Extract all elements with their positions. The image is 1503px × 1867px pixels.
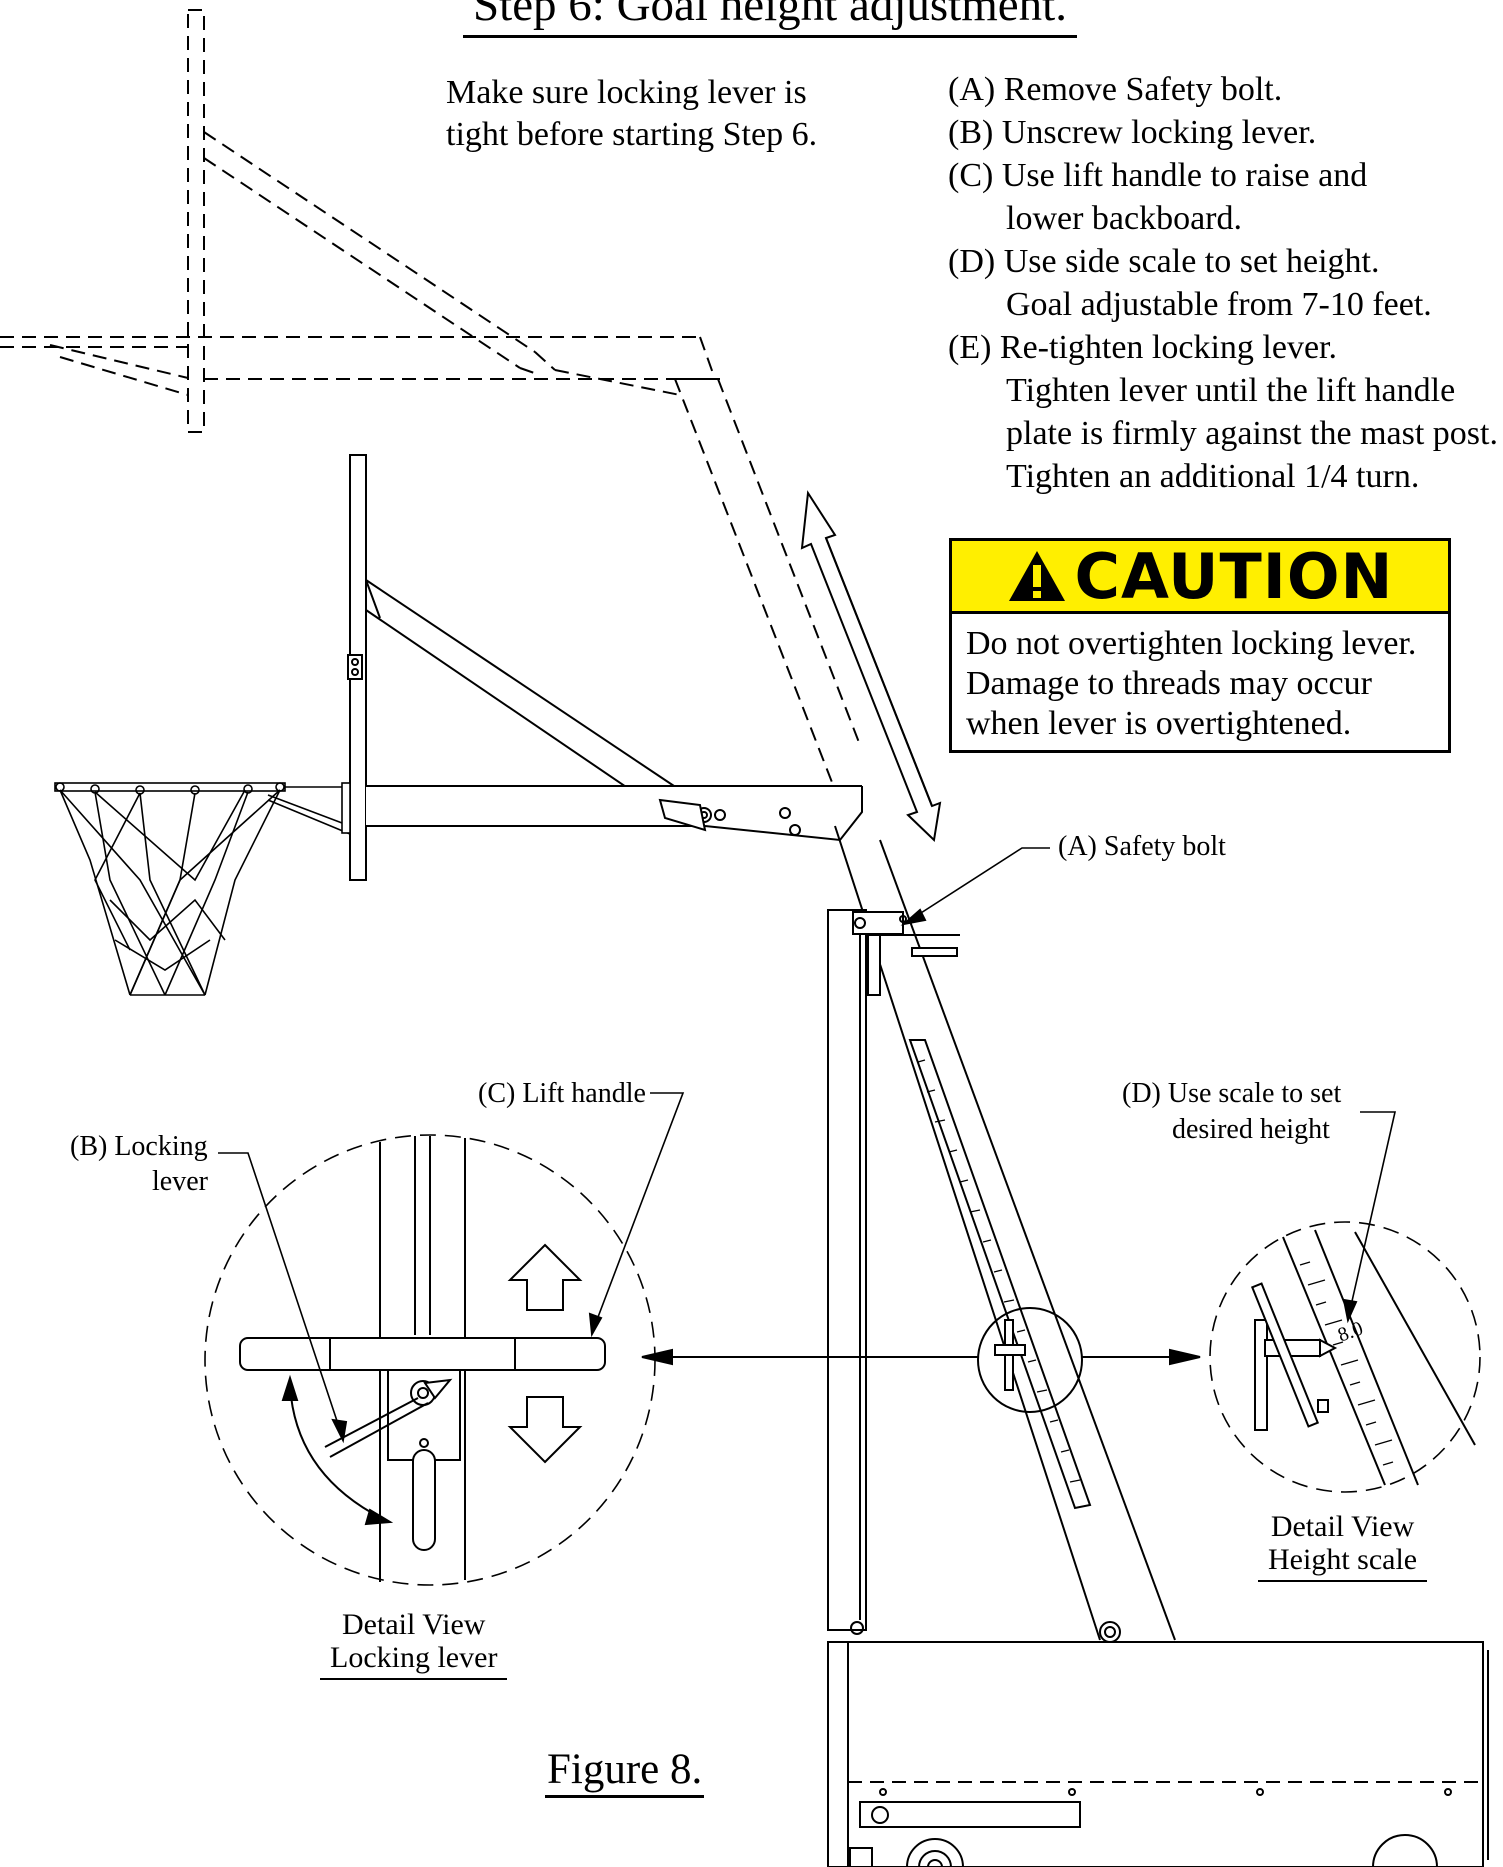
detail-caption-line2: Locking lever xyxy=(320,1641,508,1680)
scale-ticks xyxy=(917,1059,1081,1483)
detail-arrows xyxy=(641,1348,1201,1366)
locking-lever-detail-caption: Detail View Locking lever xyxy=(320,1608,508,1680)
warning-triangle-icon xyxy=(1008,551,1065,601)
raised-position-phantom xyxy=(0,9,861,791)
step-a: (A) Remove Safety bolt. xyxy=(948,71,1283,108)
locking-lever-label-2: lever xyxy=(152,1166,208,1197)
safety-bolt-leader xyxy=(900,847,1050,926)
caution-heading: CAUTION xyxy=(1074,539,1394,613)
step-b: (B) Unscrew locking lever. xyxy=(948,114,1317,151)
detail-caption-line1: Detail View xyxy=(342,1608,486,1641)
scale-label-1: (D) Use scale to set xyxy=(1122,1078,1342,1109)
caution-box: CAUTION Do not overtighten locking lever… xyxy=(949,538,1451,753)
locking-lever-detail xyxy=(204,1092,685,1586)
detail-caption-line1: Detail View xyxy=(1270,1510,1415,1543)
safety-bolt-label: (A) Safety bolt xyxy=(1058,831,1226,862)
caution-line-2: Damage to threads may occur xyxy=(966,665,1372,702)
step-d: (D) Use side scale to set height. xyxy=(948,243,1380,280)
locking-lever-label-1: (B) Locking xyxy=(70,1131,208,1162)
caution-body: Do not overtighten locking lever. Damage… xyxy=(952,614,1448,744)
height-scale-detail-caption: Detail View Height scale xyxy=(1258,1510,1428,1582)
raise-lower-arrow xyxy=(800,490,942,843)
page-title: Step 6: Goal height adjustment. xyxy=(463,0,1077,38)
step-c-cont: lower backboard. xyxy=(1006,200,1243,237)
caution-line-1: Do not overtighten locking lever. xyxy=(966,625,1417,662)
scale-label-2: desired height xyxy=(1172,1114,1330,1145)
pre-step-note-line1: Make sure locking lever is xyxy=(446,74,807,111)
caution-header: CAUTION xyxy=(952,539,1448,614)
step-c: (C) Use lift handle to raise and xyxy=(948,157,1368,194)
base xyxy=(827,1641,1489,1867)
step-e: (E) Re-tighten locking lever. xyxy=(948,329,1337,366)
caution-line-3: when lever is overtightened. xyxy=(966,705,1352,742)
support-arm xyxy=(365,579,866,842)
step-d-cont: Goal adjustable from 7-10 feet. xyxy=(1006,286,1432,323)
mast xyxy=(827,825,1176,1643)
step-e-cont-1: Tighten lever until the lift handle xyxy=(1006,372,1456,409)
height-scale-detail xyxy=(1209,1111,1481,1493)
step-e-cont-3: Tighten an additional 1/4 turn. xyxy=(1006,458,1420,495)
rim-and-net xyxy=(54,782,351,996)
figure-caption: Figure 8. xyxy=(545,1748,705,1798)
detail-caption-line2: Height scale xyxy=(1258,1543,1428,1582)
lift-handle-label: (C) Lift handle xyxy=(478,1078,646,1109)
backboard xyxy=(347,454,367,881)
pre-step-note-line2: tight before starting Step 6. xyxy=(446,116,818,153)
step-e-cont-2: plate is firmly against the mast post. xyxy=(1006,417,1498,451)
